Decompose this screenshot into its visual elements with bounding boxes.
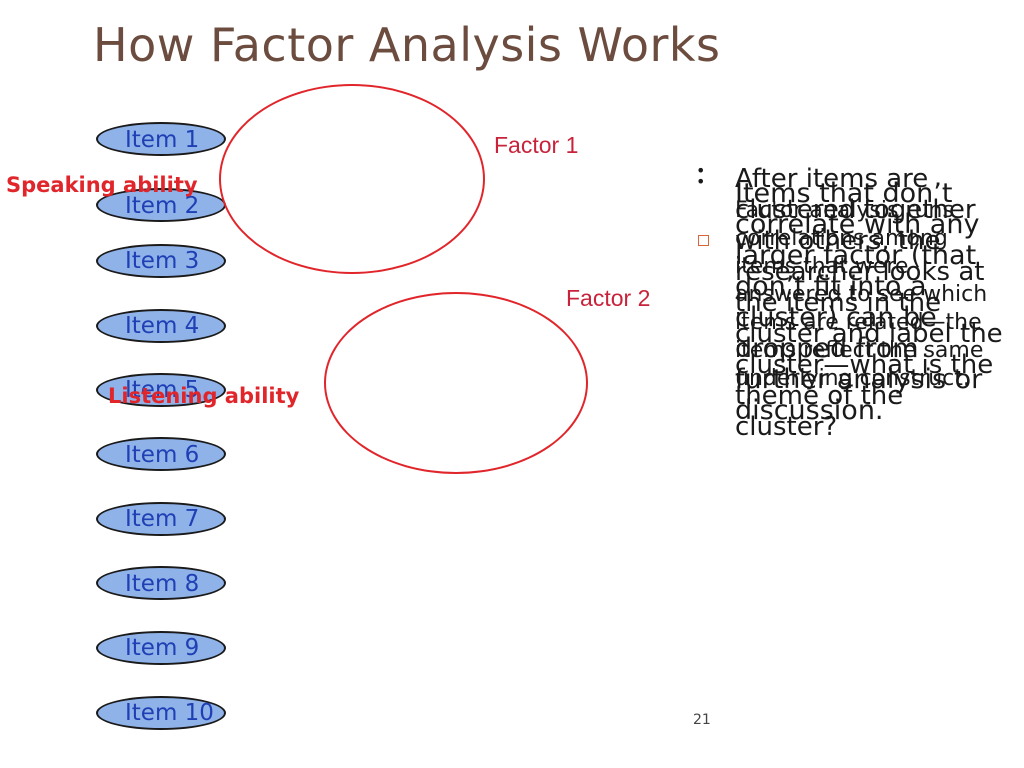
item-ellipse-7	[96, 502, 226, 536]
slide-title: How Factor Analysis Works	[93, 18, 721, 72]
item-label-7: Item 7	[125, 506, 200, 532]
bullet-text-correlations: Factor analysis runs correlations among …	[735, 198, 988, 391]
item-ellipse-6	[96, 437, 226, 471]
square-bullet-marker	[698, 235, 709, 246]
factor-1-ring	[219, 84, 485, 274]
item-label-2: Item 2	[125, 193, 200, 219]
item-label-4: Item 4	[125, 313, 200, 339]
factor-2-ring	[324, 292, 588, 474]
speaking-ability-label: Speaking ability	[6, 173, 198, 197]
item-label-6: Item 6	[125, 442, 200, 468]
item-ellipse-1	[96, 122, 226, 156]
page-number: 21	[693, 712, 711, 728]
bullet-marker-2: •	[696, 172, 706, 191]
factor-2-label: Factor 2	[566, 285, 651, 311]
factor-1-label: Factor 1	[494, 132, 579, 158]
bullet-marker-1: •	[696, 161, 706, 180]
bullet-text-label-cluster: After items are clustered together with …	[735, 164, 1003, 442]
item-ellipse-5	[96, 373, 226, 407]
item-label-3: Item 3	[125, 248, 200, 274]
item-ellipse-2	[96, 188, 226, 222]
item-label-9: Item 9	[125, 635, 200, 661]
item-ellipse-10	[96, 696, 226, 730]
bullet-text-drop-items: Items that don’t correlate with any larg…	[735, 178, 983, 426]
item-label-1: Item 1	[125, 127, 200, 153]
listening-ability-label: Listening ability	[108, 384, 300, 408]
item-label-10: Item 10	[125, 700, 214, 726]
item-label-5: Item 5	[125, 377, 200, 403]
item-ellipse-8	[96, 566, 226, 600]
item-label-8: Item 8	[125, 571, 200, 597]
item-ellipse-4	[96, 309, 226, 343]
item-ellipse-3	[96, 244, 226, 278]
item-ellipse-9	[96, 631, 226, 665]
